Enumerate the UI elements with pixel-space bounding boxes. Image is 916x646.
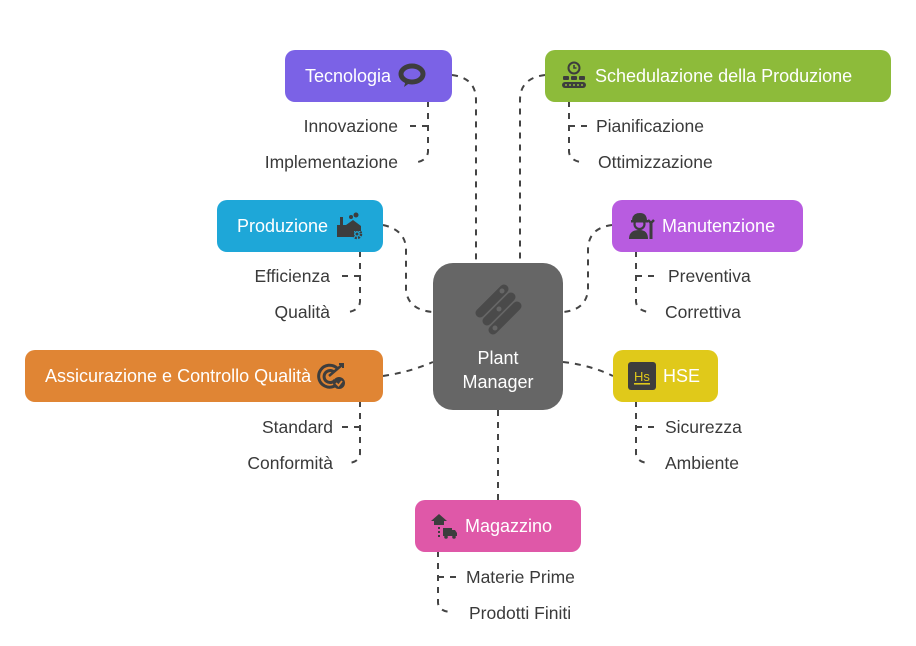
node-assicurazione[interactable]: Assicurazione e Controllo Qualità [25, 350, 383, 402]
node-label: Assicurazione e Controllo Qualità [45, 365, 312, 386]
factory-gear-icon [334, 211, 364, 241]
node-produzione[interactable]: Produzione [217, 200, 383, 252]
leaf-correttiva: Correttiva [665, 302, 741, 322]
connector-hse [562, 361, 614, 377]
leaf-ambiente: Ambiente [665, 453, 739, 473]
node-manutenzione[interactable]: Manutenzione [612, 200, 803, 252]
center-label-line1: Plant [477, 347, 519, 368]
leaf-preventiva: Preventiva [668, 266, 751, 286]
leaf-conformita: Conformità [247, 453, 333, 473]
worker-wrench-icon [626, 211, 656, 241]
leaf-connector-schedulazione [568, 101, 590, 163]
leaf-innovazione: Innovazione [303, 116, 398, 136]
conveyor-clock-icon [559, 61, 589, 91]
leaf-connector-manutenzione [635, 251, 658, 313]
leaf-implementazione: Implementazione [264, 152, 398, 172]
leaf-standard: Standard [261, 417, 333, 437]
node-hse[interactable]: Hs HSE [613, 350, 718, 402]
connector-tecnologia [451, 74, 477, 263]
leaf-materie-prime: Materie Prime [466, 567, 575, 587]
leaf-connector-magazzino [437, 551, 460, 613]
center-node-plant-manager[interactable]: Plant Manager [433, 263, 563, 410]
connector-produzione [382, 224, 434, 313]
node-tecnologia[interactable]: Tecnologia [285, 50, 452, 102]
leaf-connector-produzione [338, 251, 361, 313]
node-label: Schedulazione della Produzione [595, 65, 853, 86]
node-label: Tecnologia [305, 65, 392, 86]
leaf-qualita: Qualità [274, 302, 330, 322]
leaf-connector-assicurazione [338, 401, 361, 464]
node-label: Manutenzione [662, 215, 776, 236]
node-magazzino[interactable]: Magazzino [415, 500, 581, 552]
node-schedulazione[interactable]: Schedulazione della Produzione [545, 50, 891, 102]
leaf-prodotti-finiti: Prodotti Finiti [469, 603, 572, 623]
connector-schedulazione [519, 74, 546, 263]
leaf-pianificazione: Pianificazione [596, 116, 704, 136]
leaf-ottimizzazione: Ottimizzazione [598, 152, 713, 172]
leaf-connector-tecnologia [404, 101, 429, 163]
warehouse-truck-icon [429, 511, 459, 541]
leaf-connector-hse [635, 401, 658, 464]
target-check-icon [317, 361, 347, 391]
leaf-sicurezza: Sicurezza [665, 417, 742, 437]
node-label: Magazzino [465, 515, 553, 536]
svg-text:Hs: Hs [634, 369, 650, 384]
node-label: Produzione [237, 215, 329, 236]
node-label: HSE [663, 365, 701, 386]
center-label-line2: Manager [462, 371, 534, 392]
hs-badge-icon: Hs [627, 361, 657, 391]
parallel-bars-icon [468, 280, 528, 346]
leaf-efficienza: Efficienza [254, 266, 330, 286]
speech-bubble-icon [397, 61, 427, 91]
connector-manutenzione [562, 224, 613, 313]
connector-assicurazione [382, 361, 434, 377]
